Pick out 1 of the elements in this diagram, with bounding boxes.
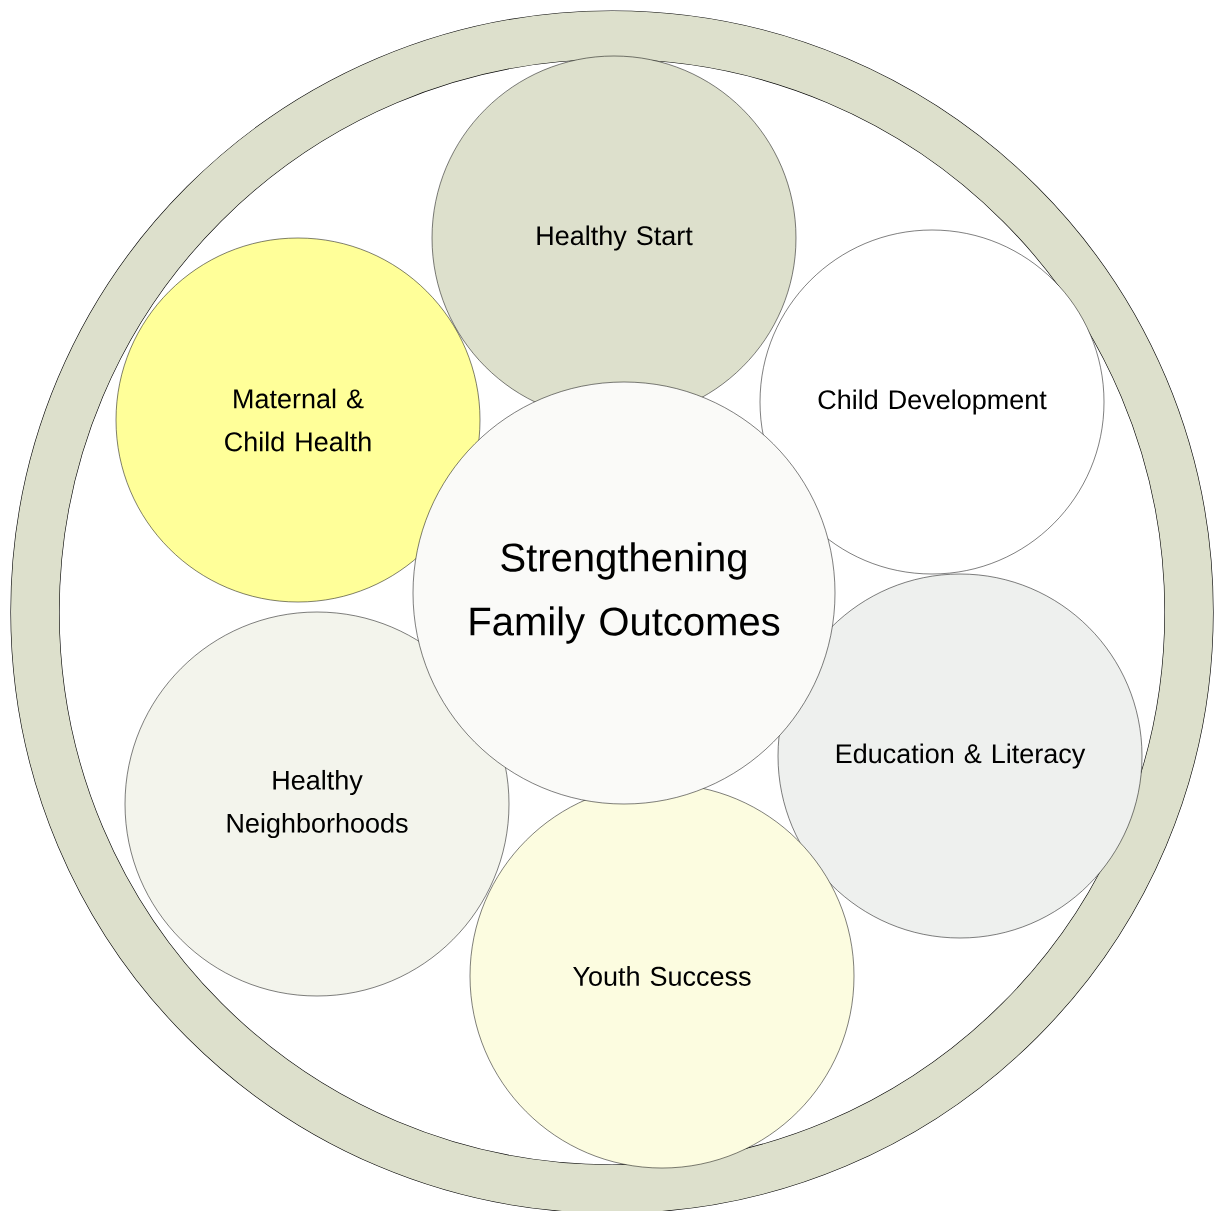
ring [10, 10, 1214, 1211]
